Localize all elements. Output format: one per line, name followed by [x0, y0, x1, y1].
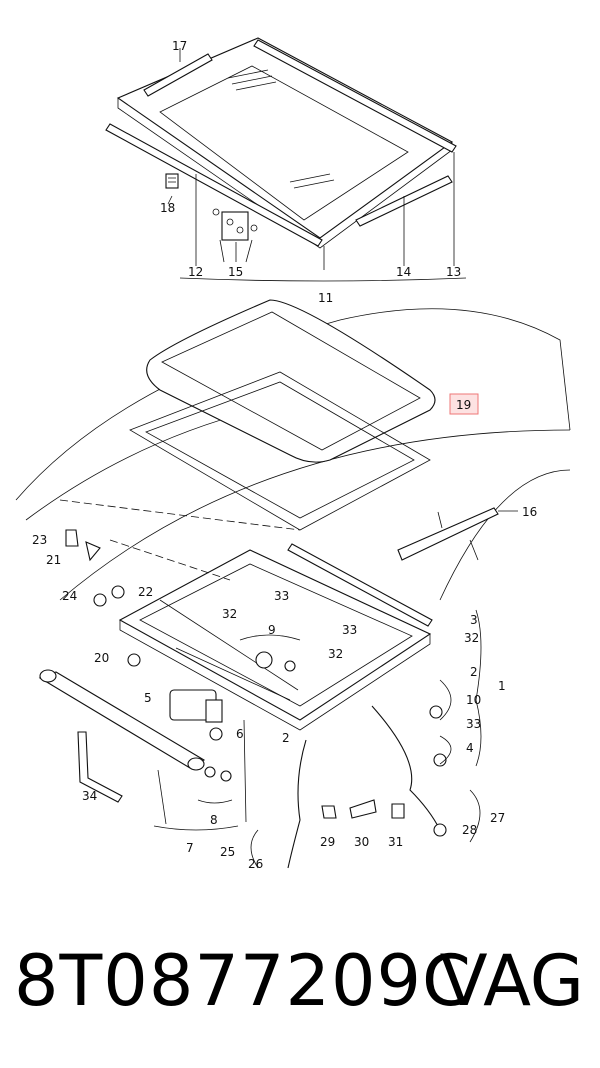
callout-1: 1 — [498, 679, 506, 693]
callout-14: 14 — [396, 265, 411, 279]
callout-19: 19 — [456, 398, 471, 412]
callout-8: 8 — [210, 813, 218, 827]
callout-32c: 32 — [464, 631, 479, 645]
callout-32b: 32 — [328, 647, 343, 661]
callout-31: 31 — [388, 835, 403, 849]
callout-22: 22 — [138, 585, 153, 599]
sunroof-exploded-diagram: 17 18 12 15 11 14 13 19 16 23 21 24 22 3… — [15, 37, 571, 871]
callout-27: 27 — [490, 811, 505, 825]
callout-4: 4 — [466, 741, 474, 755]
callout-3: 3 — [470, 613, 478, 627]
frame-seal-19 — [146, 299, 436, 463]
drain-hose-25 — [287, 739, 307, 869]
callout-29: 29 — [320, 835, 335, 849]
motor-5 — [169, 689, 223, 723]
callout-23: 23 — [32, 533, 47, 547]
callout-18: 18 — [160, 201, 175, 215]
callout-6: 6 — [236, 727, 244, 741]
callout-24: 24 — [62, 589, 77, 603]
part-number: 8T0877209C — [14, 940, 472, 1022]
sunshade-7 — [38, 669, 206, 771]
callout-13: 13 — [446, 265, 461, 279]
callout-17: 17 — [172, 39, 187, 53]
callout-15: 15 — [228, 265, 243, 279]
callout-20: 20 — [94, 651, 109, 665]
callout-33a: 33 — [274, 589, 289, 603]
callout-7: 7 — [186, 841, 194, 855]
callout-9: 9 — [268, 623, 276, 637]
bracket-15 — [212, 208, 258, 241]
callout-33c: 33 — [466, 717, 481, 731]
callout-25: 25 — [220, 845, 235, 859]
callout-10: 10 — [466, 693, 481, 707]
bolt-18 — [165, 173, 179, 189]
sunroof-frame — [118, 543, 433, 731]
roof-opening — [129, 371, 431, 531]
callout-32a: 32 — [222, 607, 237, 621]
wrench-34 — [77, 731, 123, 803]
callout-26: 26 — [248, 857, 263, 871]
callout-12: 12 — [188, 265, 203, 279]
glass-panel — [116, 37, 454, 249]
callout-30: 30 — [354, 835, 369, 849]
callout-33b: 33 — [342, 623, 357, 637]
callout-5: 5 — [144, 691, 152, 705]
callout-34: 34 — [82, 789, 97, 803]
callout-16: 16 — [522, 505, 537, 519]
brand-label: VAG — [439, 940, 584, 1022]
callout-21: 21 — [46, 553, 61, 567]
drain-hose-27 — [371, 705, 441, 831]
callout-11: 11 — [318, 291, 333, 305]
callout-2b: 2 — [282, 731, 290, 745]
callout-28: 28 — [462, 823, 477, 837]
deflector-16 — [397, 507, 499, 561]
callout-2a: 2 — [470, 665, 478, 679]
